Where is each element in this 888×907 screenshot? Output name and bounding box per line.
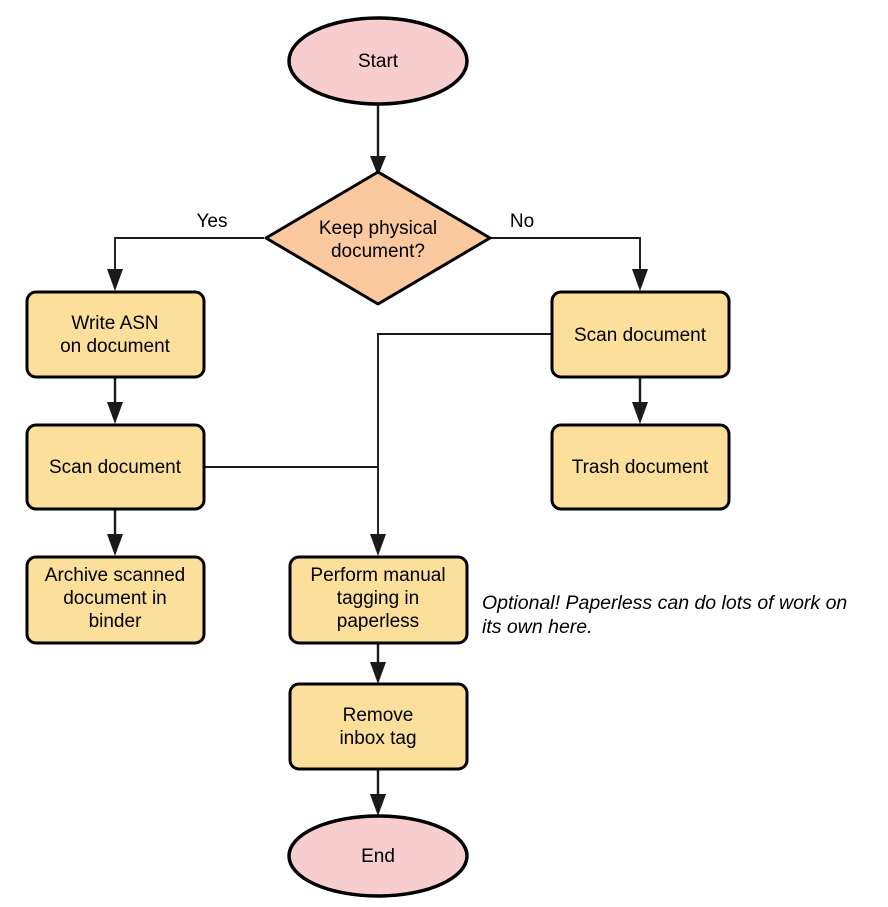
edge-decision-to-write-asn <box>107 237 264 291</box>
scan-document-right-box <box>550 290 731 379</box>
decision-diamond <box>264 170 492 306</box>
edge-label-yes: Yes <box>197 211 228 232</box>
edge-arrowhead <box>107 402 123 424</box>
node-write-asn[interactable]: Write ASN on document <box>25 290 206 379</box>
annotation-optional-note: Optional! Paperless can do lots of work … <box>482 592 847 638</box>
node-perform-manual-tagging[interactable]: Perform manual tagging in paperless <box>288 555 469 645</box>
edge-arrowhead <box>107 269 123 291</box>
node-end[interactable]: End <box>287 814 469 898</box>
node-archive-label-line3: binder <box>89 611 142 632</box>
edge-arrowhead <box>632 269 648 291</box>
write-asn-box <box>25 290 206 379</box>
manual-tagging-box <box>288 555 469 645</box>
node-scan-document-right-label: Scan document <box>574 325 707 346</box>
annotation-line-1: Optional! Paperless can do lots of work … <box>482 592 847 614</box>
node-tagging-label-line1: Perform manual <box>310 565 445 586</box>
node-archive-label-line2: document in <box>63 588 167 609</box>
remove-inbox-tag-box <box>288 682 469 771</box>
node-decision-label-line1: Keep physical <box>319 218 437 239</box>
edge-layer: Yes No <box>107 104 648 816</box>
node-scan-document-left-label: Scan document <box>49 457 182 478</box>
edge-arrowhead <box>632 402 648 424</box>
edge-scan-right-to-tagging <box>370 333 551 556</box>
node-start-label: Start <box>358 51 399 72</box>
node-trash-document-label: Trash document <box>572 457 709 478</box>
node-write-asn-label-line2: on document <box>60 336 171 357</box>
edge-arrowhead <box>107 534 123 556</box>
edge-line <box>491 237 641 275</box>
edge-tagging-to-remove-inbox <box>370 641 386 684</box>
edge-arrowhead <box>370 534 386 556</box>
node-decision-label-line2: document? <box>331 241 425 262</box>
edge-line <box>114 237 264 275</box>
edge-scan-left-to-archive <box>107 509 123 556</box>
annotation-line-2: its own here. <box>482 616 593 638</box>
node-tagging-label-line2: tagging in <box>337 588 419 609</box>
edge-line <box>377 333 551 540</box>
scan-document-left-box <box>25 423 206 511</box>
edge-decision-to-scan-right <box>491 237 648 291</box>
edge-write-asn-to-scan-left <box>107 377 123 424</box>
node-archive-scanned-document[interactable]: Archive scanned document in binder <box>25 555 206 645</box>
start-ellipse <box>287 16 469 106</box>
edge-arrowhead <box>370 662 386 684</box>
node-remove-inbox-label-line1: Remove <box>343 705 414 726</box>
node-tagging-label-line3: paperless <box>337 611 419 632</box>
node-scan-document-right[interactable]: Scan document <box>550 290 731 379</box>
node-end-label: End <box>361 846 395 867</box>
edge-remove-inbox-to-end <box>370 769 386 816</box>
end-ellipse <box>287 814 469 898</box>
node-scan-document-left[interactable]: Scan document <box>25 423 206 511</box>
trash-document-box <box>550 423 731 511</box>
node-start[interactable]: Start <box>287 16 469 106</box>
node-remove-inbox-tag[interactable]: Remove inbox tag <box>288 682 469 771</box>
node-archive-label-line1: Archive scanned <box>45 565 185 586</box>
edge-arrowhead <box>370 794 386 816</box>
node-decision-keep-physical-document[interactable]: Keep physical document? <box>264 170 492 306</box>
node-write-asn-label-line1: Write ASN <box>71 313 158 334</box>
edge-scan-right-to-trash <box>632 377 648 424</box>
edge-start-to-decision <box>370 104 386 176</box>
node-trash-document[interactable]: Trash document <box>550 423 731 511</box>
edge-label-no: No <box>510 211 534 232</box>
edge-arrowhead <box>370 156 386 176</box>
node-remove-inbox-label-line2: inbox tag <box>339 728 416 749</box>
archive-box <box>25 555 206 645</box>
